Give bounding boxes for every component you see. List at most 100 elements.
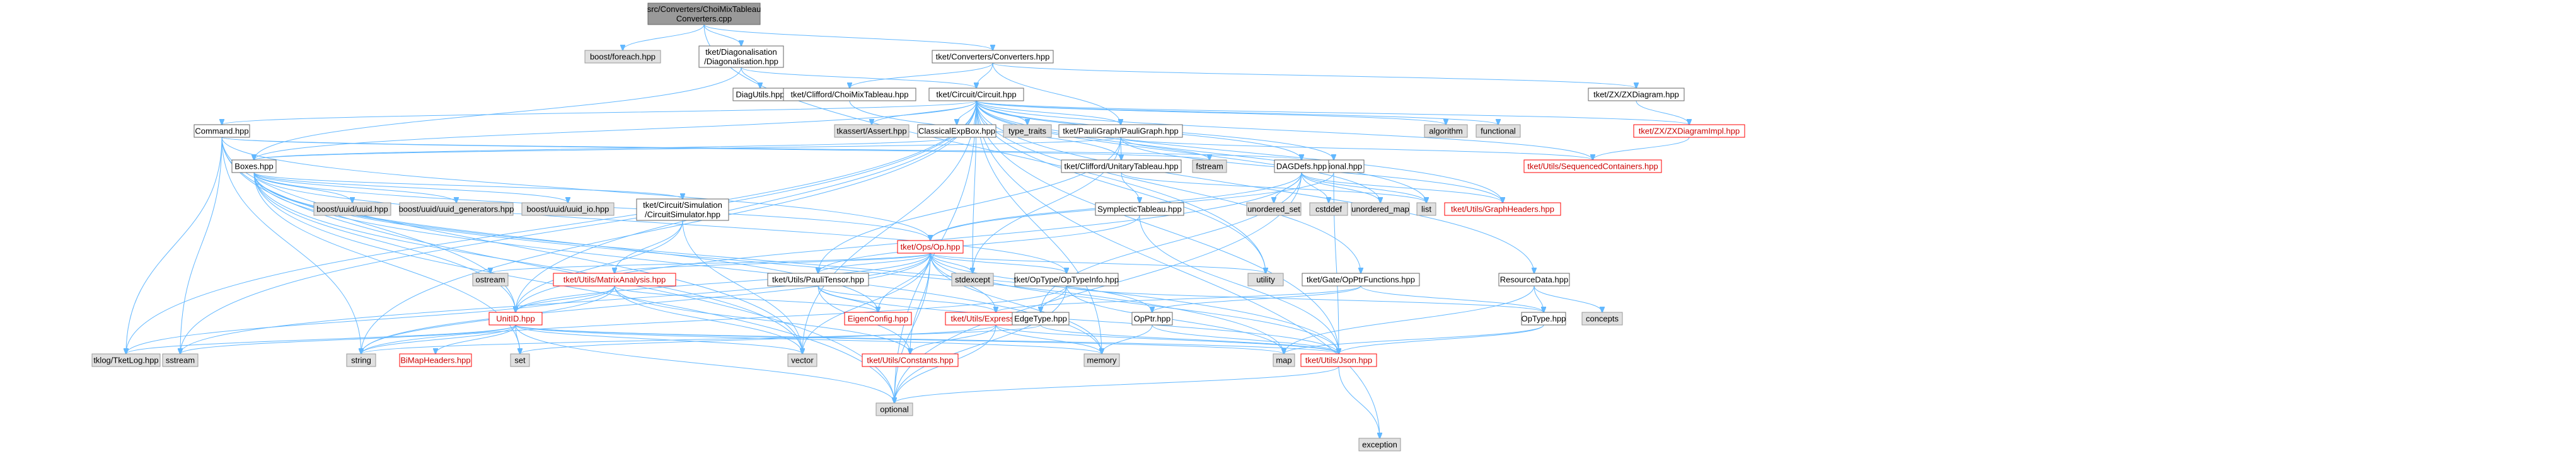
node-label-diag: tket/Diagonalisation (705, 47, 777, 57)
edge-paulitensor-to-json (817, 285, 1339, 354)
node-label-functional: functional (1481, 127, 1516, 136)
node-constants[interactable]: tket/Utils/Constants.hpp (862, 353, 959, 367)
edge-pauligraph-to-fstream (1120, 137, 1210, 160)
edge-circuit-to-memory (976, 100, 1102, 354)
node-box-choimix (783, 88, 916, 101)
node-box-tklog (91, 353, 161, 367)
node-unitid[interactable]: UnitID.hpp (488, 312, 543, 326)
node-opptr[interactable]: OpPtr.hpp (1131, 312, 1173, 326)
node-opptrfunctions[interactable]: tket/Gate/OpPtrFunctions.hpp (1302, 273, 1420, 287)
node-label-root: Converters.cpp (676, 14, 732, 23)
edge-dagdefs-to-graphheaders (1301, 172, 1503, 203)
edge-circuit-to-functional (976, 100, 1498, 125)
node-seqcont[interactable]: tket/Utils/SequencedContainers.hpp (1523, 159, 1662, 173)
edge-command-to-sstream (180, 137, 222, 354)
node-box-op (897, 240, 964, 254)
node-boxes[interactable]: Boxes.hpp (231, 159, 277, 173)
node-utility: utility (1247, 273, 1284, 287)
node-box-root (647, 3, 761, 25)
node-box-vector (787, 353, 817, 367)
node-diag[interactable]: tket/Diagonalisation/Diagonalisation.hpp (698, 45, 784, 68)
node-box-zxdiagramimpl (1633, 124, 1745, 138)
node-circsim[interactable]: tket/Circuit/Simulation/CircuitSimulator… (636, 198, 729, 221)
edge-expression-to-memory (995, 324, 1102, 354)
node-command[interactable]: Command.hpp (193, 124, 250, 138)
node-box-circsim (636, 198, 729, 221)
node-layer: src/Converters/ChoiMixTableauConverters.… (91, 3, 1745, 452)
node-box-eigenconfig (844, 312, 912, 326)
node-matrixanalysis[interactable]: tket/Utils/MatrixAnalysis.hpp (553, 273, 676, 287)
edge-op-to-stdexcept (930, 253, 973, 273)
edge-command-to-vector (221, 137, 802, 354)
node-label-command: Command.hpp (195, 127, 248, 136)
node-box-ostream (472, 273, 509, 287)
node-bimap[interactable]: BiMapHeaders.hpp (399, 353, 472, 367)
edge-boxes-to-set (253, 172, 520, 354)
node-dagdefs[interactable]: DAGDefs.hpp (1274, 159, 1329, 173)
node-json[interactable]: tket/Utils/Json.hpp (1300, 353, 1377, 367)
node-eigenconfig[interactable]: EigenConfig.hpp (844, 312, 912, 326)
node-optype[interactable]: OpType.hpp (1521, 312, 1566, 326)
node-box-unordered_set (1246, 202, 1302, 216)
edge-dagdefs-to-edgetype (1041, 172, 1302, 312)
node-choimix[interactable]: tket/Clifford/ChoiMixTableau.hpp (783, 88, 916, 101)
node-label-opptr: OpPtr.hpp (1134, 314, 1171, 324)
node-label-zxdiagram: tket/ZX/ZXDiagram.hpp (1593, 90, 1679, 99)
edge-circuit-to-command (222, 100, 977, 125)
node-paulitensor[interactable]: tket/Utils/PauliTensor.hpp (767, 273, 869, 287)
edge-converters-to-choimix (850, 62, 993, 88)
node-unitary[interactable]: tket/Clifford/UnitaryTableau.hpp (1061, 159, 1182, 173)
node-algorithm: algorithm (1424, 124, 1468, 138)
edge-op-to-eigenconfig (878, 253, 931, 312)
edge-opptrfunctions-to-expression (996, 285, 1361, 312)
edge-converters-to-circuit (976, 62, 993, 88)
node-label-map: map (1276, 356, 1291, 365)
node-label-circsim: tket/Circuit/Simulation (643, 200, 722, 210)
node-box-opptr (1131, 312, 1173, 326)
edge-command-to-op (221, 137, 930, 241)
edge-edgetype-to-string (361, 324, 1041, 354)
edge-zxdiagram-to-zxdiagramimpl (1636, 100, 1689, 125)
edge-op-to-optypeinfo (930, 253, 1066, 273)
node-box-circuit (928, 88, 1024, 101)
node-graphheaders[interactable]: tket/Utils/GraphHeaders.hpp (1444, 202, 1561, 216)
node-label-matrixanalysis: tket/Utils/MatrixAnalysis.hpp (563, 275, 666, 285)
edge-boxes-to-unitid (253, 172, 516, 312)
node-box-string (346, 353, 376, 367)
node-zxdiagramimpl[interactable]: tket/ZX/ZXDiagramImpl.hpp (1633, 124, 1745, 138)
edge-circuit-to-pauligraph (976, 100, 1121, 125)
edge-circuit-to-unordered_map (976, 100, 1380, 203)
node-label-boost_uuid: boost/uuid/uuid.hpp (316, 205, 388, 214)
edge-opptrfunctions-to-opptr (1152, 285, 1361, 312)
node-label-boost_foreach: boost/foreach.hpp (590, 52, 656, 62)
node-zxdiagram[interactable]: tket/ZX/ZXDiagram.hpp (1588, 88, 1685, 101)
edge-zxdiagramimpl-to-seqcont (1593, 137, 1690, 160)
node-box-command (193, 124, 250, 138)
edge-circuit-to-sstream (180, 100, 977, 354)
node-label-stdexcept: stdexcept (955, 275, 990, 285)
node-label-root: src/Converters/ChoiMixTableau (647, 4, 761, 14)
node-classicalexp[interactable]: ClassicalExpBox.hpp (917, 124, 996, 138)
node-pauligraph[interactable]: tket/PauliGraph/PauliGraph.hpp (1058, 124, 1183, 138)
node-circuit[interactable]: tket/Circuit/Circuit.hpp (928, 88, 1024, 101)
node-converters[interactable]: tket/Converters/Converters.hpp (932, 50, 1054, 64)
node-resourcedata[interactable]: ResourceData.hpp (1498, 273, 1570, 287)
node-label-algorithm: algorithm (1429, 127, 1462, 136)
node-symplectic[interactable]: SymplecticTableau.hpp (1095, 202, 1184, 216)
edge-op-to-string (361, 253, 931, 354)
node-fstream: fstream (1192, 159, 1227, 173)
node-label-constants: tket/Utils/Constants.hpp (867, 356, 953, 365)
edge-opptr-to-memory (1102, 324, 1153, 354)
edge-diag-to-circuit (741, 67, 976, 88)
edge-pauligraph-to-seqcont (1120, 137, 1593, 160)
node-root[interactable]: src/Converters/ChoiMixTableauConverters.… (647, 3, 761, 25)
node-box-unitary (1061, 159, 1182, 173)
node-diagutils[interactable]: DiagUtils.hpp (732, 88, 788, 101)
node-vector: vector (787, 353, 817, 367)
node-optypeinfo[interactable]: tket/OpType/OpTypeInfo.hpp (1014, 273, 1119, 287)
edge-resourcedata-to-map (1284, 285, 1535, 354)
edge-boxes-to-eigenconfig (253, 172, 878, 312)
node-op[interactable]: tket/Ops/Op.hpp (897, 240, 964, 254)
node-edgetype[interactable]: EdgeType.hpp (1012, 312, 1070, 326)
edge-circuit-to-zxdiagramimpl (976, 100, 1689, 125)
